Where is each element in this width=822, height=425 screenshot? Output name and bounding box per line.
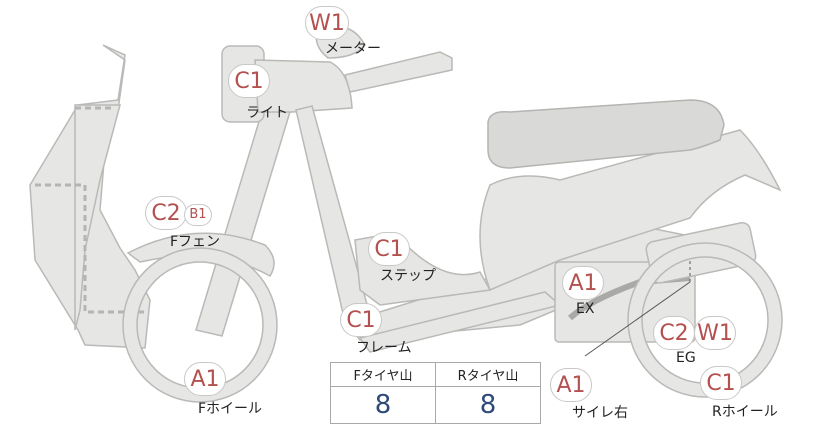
right-side-badge[interactable]: A1 <box>550 368 592 402</box>
front-fender-sub-badge[interactable]: B1 <box>184 204 212 226</box>
tire-tread-table: Fタイヤ山 Rタイヤ山 8 8 <box>330 362 541 424</box>
right-side-label: サイレ右 <box>572 405 628 421</box>
front-wheel-edge-out <box>122 247 278 403</box>
handlebar <box>344 51 453 93</box>
front-tread-value: 8 <box>330 386 436 424</box>
tread-value-row: 8 8 <box>330 386 541 424</box>
meter-label: メーター <box>325 41 381 57</box>
front-tread-header: Fタイヤ山 <box>330 362 436 387</box>
exhaust-label: EX <box>576 301 595 317</box>
light-badge[interactable]: C1 <box>228 64 270 98</box>
light-label: ライト <box>246 105 288 121</box>
rear-wheel-label: Rホイール <box>712 404 778 420</box>
rear-tread-header: Rタイヤ山 <box>435 362 541 387</box>
front-fender-label: Fフェン <box>170 234 221 250</box>
tread-header-row: Fタイヤ山 Rタイヤ山 <box>330 362 541 387</box>
meter-badge[interactable]: W1 <box>305 6 349 40</box>
engine-badge-2[interactable]: W1 <box>694 316 736 350</box>
rear-wheel-badge[interactable]: C1 <box>700 366 742 400</box>
panel-seam-2 <box>35 183 145 314</box>
step-badge[interactable]: C1 <box>368 232 410 266</box>
rear-wheel-edge-out <box>627 242 783 398</box>
frame-badge[interactable]: C1 <box>340 303 382 337</box>
leader-line <box>584 281 691 357</box>
step-label: ステップ <box>380 268 436 284</box>
front-wheel-label: Fホイール <box>198 401 263 417</box>
rear-body <box>479 129 782 292</box>
front-wheel-badge[interactable]: A1 <box>184 362 226 396</box>
frame-label: フレーム <box>356 340 412 356</box>
rear-tread-value: 8 <box>435 386 541 424</box>
seat <box>487 99 725 169</box>
engine-badge-1[interactable]: C2 <box>653 316 695 350</box>
front-fender-badge[interactable]: C2 <box>145 196 187 230</box>
exhaust-badge[interactable]: A1 <box>562 266 604 300</box>
engine-label: EG <box>676 350 696 366</box>
